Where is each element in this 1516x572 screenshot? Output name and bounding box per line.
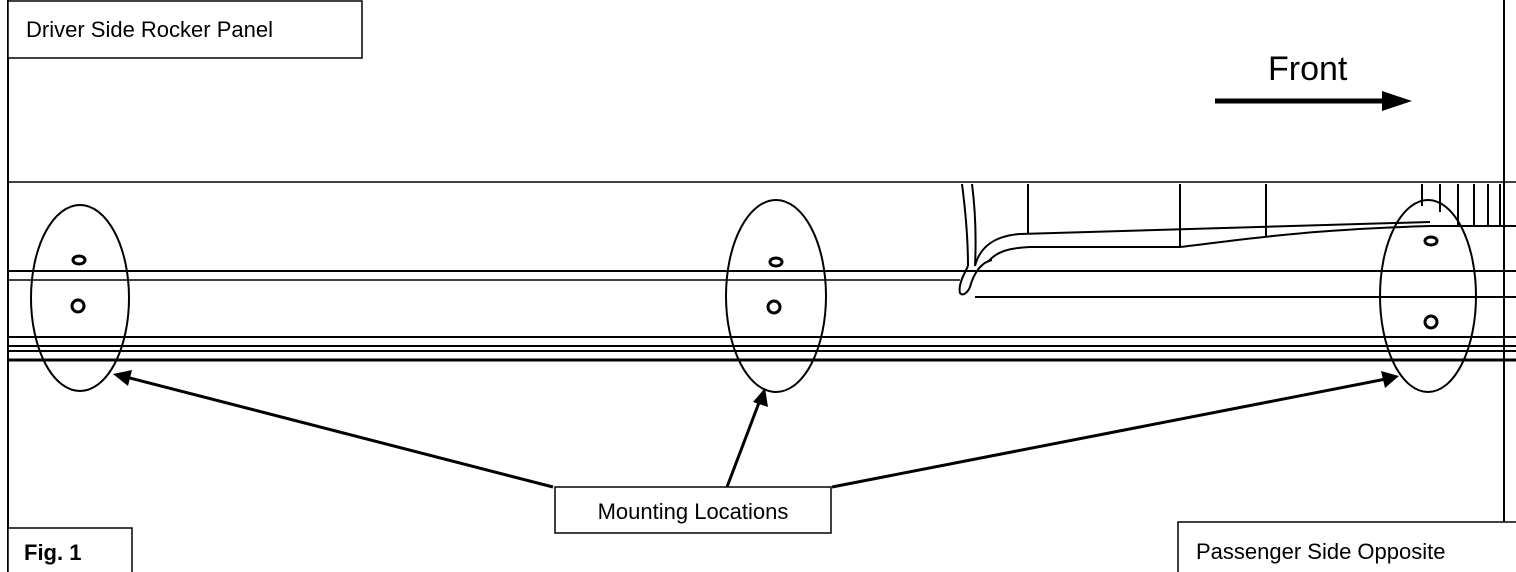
arrowhead-icon (753, 388, 768, 407)
title-box: Driver Side Rocker Panel (7, 0, 363, 59)
mounting-hole-upper (1423, 235, 1439, 247)
mounting-hole-lower (70, 298, 86, 314)
front-direction-indicator: Front (1215, 50, 1412, 111)
rocker-step-section (958, 183, 1516, 298)
mounting-ellipse (725, 199, 827, 393)
passenger-side-note-box: Passenger Side Opposite (1177, 521, 1516, 572)
arrow-to-location-3 (831, 377, 1387, 489)
rocker-panel (8, 183, 1516, 362)
diagram-title: Driver Side Rocker Panel (26, 17, 273, 42)
mounting-ellipse (1379, 199, 1477, 393)
figure-label-box: Fig. 1 (7, 527, 133, 572)
mounting-location-2 (725, 199, 827, 393)
arrowhead-icon (1381, 371, 1399, 388)
diagram-frame (7, 0, 1516, 572)
mounting-ellipse (30, 204, 130, 392)
passenger-side-note: Passenger Side Opposite (1196, 539, 1446, 564)
callout-arrows (113, 370, 1399, 489)
callout-label: Mounting Locations (598, 499, 789, 524)
mounting-hole-upper (71, 254, 87, 266)
arrowhead-icon (113, 370, 132, 386)
front-arrowhead-icon (1382, 91, 1412, 111)
mounting-hole-upper (768, 256, 784, 268)
mounting-hole-lower (1423, 314, 1439, 330)
arrow-to-location-2 (725, 399, 762, 488)
front-label: Front (1268, 50, 1348, 88)
figure-label: Fig. 1 (24, 540, 81, 565)
mounting-location-1 (30, 204, 130, 392)
arrow-to-location-1 (125, 375, 554, 489)
mounting-hole-lower (766, 299, 782, 315)
mounting-location-3 (1379, 199, 1477, 393)
mounting-locations-callout: Mounting Locations (554, 486, 832, 534)
